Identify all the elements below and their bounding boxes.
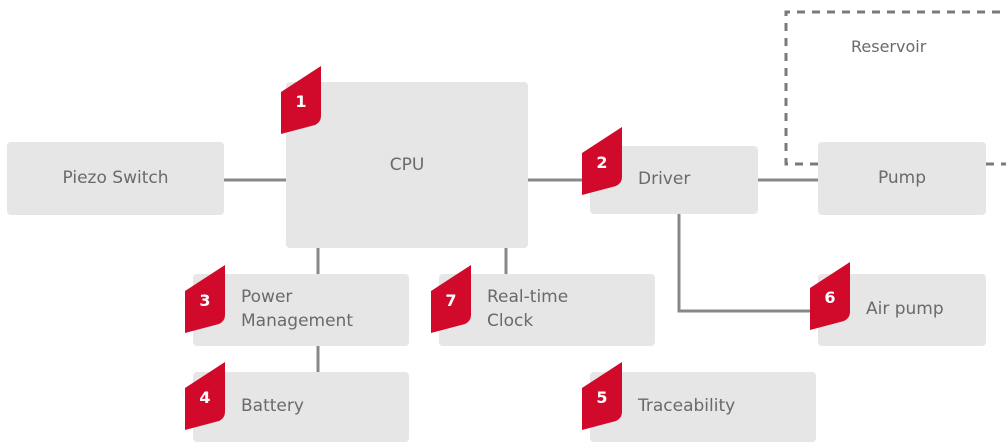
battery-label: Battery bbox=[241, 396, 304, 417]
real-time-clock-label: Real-time Clock bbox=[487, 287, 569, 331]
traceability-label: Traceability bbox=[638, 396, 736, 417]
badge-traceability: 5 bbox=[582, 362, 622, 430]
badge-air-pump: 6 bbox=[810, 262, 850, 330]
badge-cpu-number: 1 bbox=[295, 92, 307, 111]
air-pump-label: Air pump bbox=[866, 299, 944, 320]
badge-power-management-number: 3 bbox=[199, 291, 211, 310]
badge-air-pump-number: 6 bbox=[824, 288, 836, 307]
badge-driver-number: 2 bbox=[596, 153, 608, 172]
piezo-switch-box: Piezo Switch bbox=[7, 142, 224, 215]
power-management-box: Power Management bbox=[193, 274, 409, 346]
badge-power-management: 3 bbox=[185, 265, 225, 333]
pump-label: Pump bbox=[877, 167, 927, 188]
badge-real-time-clock: 7 bbox=[431, 265, 471, 333]
badge-cpu: 1 bbox=[281, 66, 321, 134]
badge-battery: 4 bbox=[185, 362, 225, 430]
traceability-box: Traceability bbox=[590, 372, 816, 442]
driver-label: Driver bbox=[638, 169, 691, 190]
badge-battery-number: 4 bbox=[199, 388, 211, 407]
badge-driver: 2 bbox=[582, 127, 622, 195]
cpu-label: CPU bbox=[389, 155, 425, 175]
reservoir-label: Reservoir bbox=[851, 37, 927, 56]
pump-box: Pump bbox=[818, 142, 986, 215]
badge-traceability-number: 5 bbox=[596, 388, 608, 407]
cpu-box: CPU bbox=[286, 82, 528, 248]
battery-box: Battery bbox=[193, 372, 409, 442]
power-management-label: Power Management bbox=[241, 287, 353, 331]
real-time-clock-box: Real-time Clock bbox=[439, 274, 655, 346]
badge-real-time-clock-number: 7 bbox=[445, 291, 457, 310]
piezo-switch-label: Piezo Switch bbox=[62, 167, 169, 188]
